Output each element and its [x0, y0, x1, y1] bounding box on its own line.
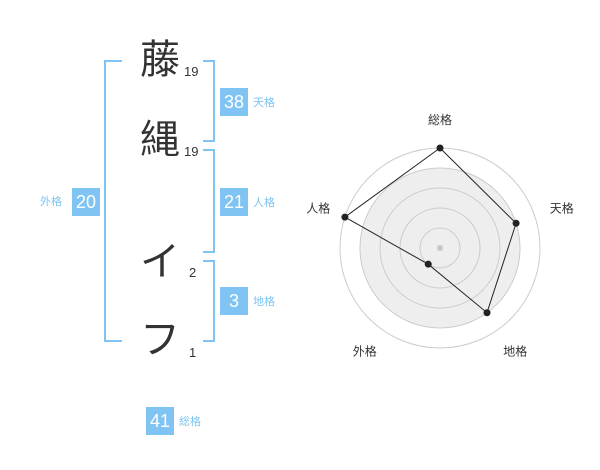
radar-point-4 — [424, 260, 432, 268]
name-char-1: 藤 — [140, 37, 180, 83]
jinkaku-bracket — [203, 149, 215, 253]
radar-axis-label-5: 人格 — [306, 200, 330, 215]
gaikaku-score: 20 — [72, 188, 100, 216]
radar-point-1 — [436, 144, 444, 152]
jinkaku-label: 人格 — [253, 196, 275, 209]
tenkaku-score: 38 — [220, 88, 248, 116]
soukaku-score: 41 — [146, 407, 174, 435]
stroke-count-4: 1 — [189, 345, 197, 360]
radar-axis-label-4: 外格 — [353, 344, 377, 359]
name-char-2: 縄 — [140, 117, 180, 163]
tenkaku-label: 天格 — [253, 96, 275, 109]
chikaku-score: 3 — [220, 287, 248, 315]
radar-point-5 — [341, 213, 349, 221]
gaikaku-label: 外格 — [40, 195, 62, 208]
radar-point-3 — [483, 309, 491, 317]
stroke-count-2: 19 — [184, 144, 199, 159]
radar-series-polygon — [343, 147, 517, 314]
name-char-4: フ — [140, 317, 180, 363]
soukaku-label: 総格 — [179, 415, 201, 428]
name-char-3: イ — [140, 239, 180, 285]
stroke-count-1: 19 — [184, 64, 199, 79]
radar-point-2 — [512, 219, 520, 227]
stroke-count-3: 2 — [189, 265, 197, 280]
tenkaku-bracket — [203, 60, 215, 142]
radar-center-dot — [437, 245, 443, 251]
radar-axis-label-3: 地格 — [503, 344, 527, 359]
chikaku-label: 地格 — [253, 295, 275, 308]
chikaku-bracket — [203, 260, 215, 342]
radar-axis-label-1: 総格 — [428, 112, 452, 127]
jinkaku-score: 21 — [220, 188, 248, 216]
gaikaku-bracket — [104, 60, 122, 342]
radar-axis-label-2: 天格 — [550, 200, 574, 215]
